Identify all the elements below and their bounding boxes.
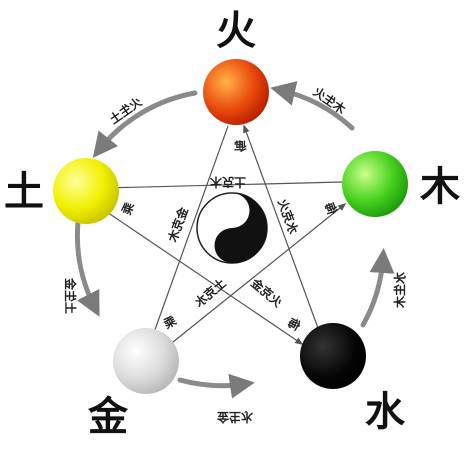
metal-label: 金 [87,393,129,440]
fire-label: 火 [216,7,256,54]
generating-label-water-wood: 水生木 [392,272,407,309]
inner-mark-bottom-left: 乘 [161,312,180,331]
line-wood-to-earth [102,181,343,192]
generating-cycle-arcs [74,81,395,399]
inner-mark-bottom-right: 侮 [285,315,303,334]
yin-yang-icon [196,192,268,264]
inner-mark-right: 侮 [322,200,340,216]
overcoming-label-earth-water: 土克水 [191,275,229,310]
metal-circle [113,328,179,394]
line-earth-to-water [97,205,304,345]
fire-circle [203,59,269,125]
water-circle [300,323,366,389]
overcoming-label-wood-earth: 木克土 [209,175,246,190]
line-water-to-fire [243,124,319,329]
overcoming-label-water-fire: 水克火 [275,196,302,236]
arc-water-to-wood [360,248,395,328]
line-metal-to-wood [167,202,347,347]
arc-wood-to-fire [270,81,355,131]
generating-label-earth-metal: 土生金 [63,277,78,314]
arc-earth-to-metal [74,219,100,317]
earth-label: 土 [4,168,44,215]
inner-mark-top: 侮 [233,140,248,152]
line-fire-to-metal [151,125,229,340]
water-label: 水 [365,388,406,435]
arc-metal-to-water [177,373,255,399]
arc-fire-to-earth [92,90,198,158]
generating-label-metal-water: 金生水 [216,410,254,425]
wood-label: 木 [420,163,460,210]
earth-circle [53,158,119,224]
wood-circle [342,151,408,217]
overcoming-label-fire-metal: 火克金 [248,275,286,310]
inner-mark-left: 乘 [119,199,138,216]
overcoming-cycle-lines [97,124,347,347]
